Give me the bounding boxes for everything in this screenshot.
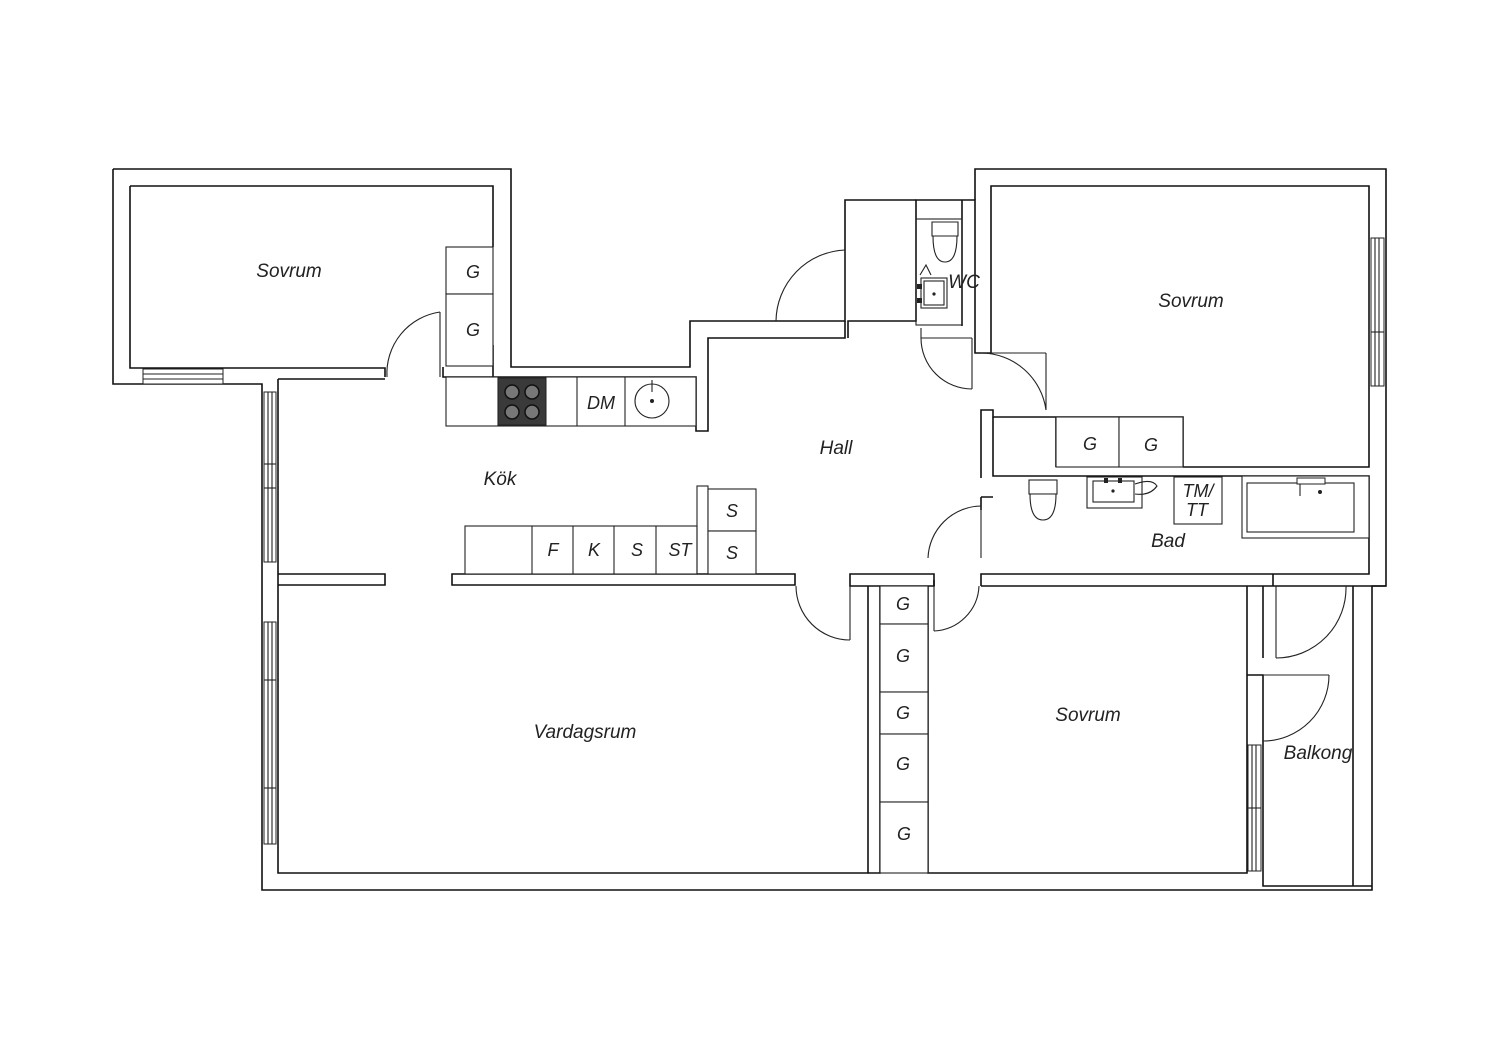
fixture-labels: G G DM F K S ST S S G G TM/ TT G G G G G	[466, 262, 1215, 844]
room-label-hall: Hall	[820, 438, 854, 459]
laundry-box	[1173, 476, 1223, 525]
wardrobe-label: G	[896, 646, 910, 666]
wall-nw-outer	[113, 168, 916, 368]
wardrobe-label: G	[466, 262, 480, 282]
wall-balkong	[1262, 586, 1372, 887]
windows	[142, 237, 1385, 872]
wardrobe-label: G	[896, 754, 910, 774]
room-label-balkong: Balkong	[1284, 743, 1353, 764]
laundry-label-bottom: TT	[1186, 500, 1210, 520]
door-swing-icon	[920, 328, 973, 390]
wardrobe-label: G	[466, 320, 480, 340]
toilet-icon	[931, 221, 959, 263]
wardrobes-ne	[1055, 416, 1184, 468]
kitchen-lower-counter	[464, 485, 757, 575]
door-swing-icon	[1262, 674, 1330, 742]
bathtub-icon	[1241, 475, 1370, 539]
window-icon	[142, 368, 224, 385]
fridge-label: F	[548, 540, 560, 560]
storage-top-label: ST	[668, 540, 693, 560]
sink-icon	[634, 380, 670, 419]
wardrobe-label: G	[896, 594, 910, 614]
door-swing-icon	[1275, 585, 1347, 659]
wall-west-inner	[277, 378, 869, 874]
wc-fixtures	[915, 218, 963, 326]
wall-kitchen-living	[278, 573, 796, 586]
door-swing-icon	[927, 505, 982, 559]
room-label-kok: Kök	[484, 469, 518, 490]
stove-icon	[497, 377, 547, 426]
washbasin-icon	[917, 263, 948, 309]
bath-fixtures	[1028, 475, 1370, 539]
wardrobe-label: G	[896, 703, 910, 723]
wardrobe-label: G	[1083, 434, 1097, 454]
door-swing-icon	[795, 585, 851, 641]
room-label-sovrum-ne: Sovrum	[1158, 291, 1223, 312]
room-labels: Sovrum Sovrum Sovrum Kök Hall WC Bad Var…	[256, 261, 1352, 764]
room-label-sovrum-nw: Sovrum	[256, 261, 321, 282]
room-label-vardagsrum: Vardagsrum	[534, 722, 637, 743]
washbasin-icon	[1086, 476, 1158, 509]
door-swing-icon	[933, 585, 980, 632]
room-label-sovrum-se: Sovrum	[1055, 705, 1120, 726]
door-swing-icon	[980, 352, 1047, 411]
doors	[386, 249, 1347, 742]
window-icon	[263, 391, 277, 563]
wardrobes-nw	[445, 246, 494, 367]
room-label-bad: Bad	[1151, 531, 1186, 552]
window-icon	[263, 621, 277, 845]
door-swing-icon	[386, 311, 441, 378]
laundry-label-top: TM/	[1183, 481, 1216, 501]
room-label-wc: WC	[948, 272, 980, 293]
kitchen-upper-counter	[445, 376, 697, 427]
wardrobes-hall	[879, 585, 929, 874]
wardrobe-label: G	[1144, 435, 1158, 455]
window-icon	[1370, 237, 1385, 387]
door-swing-icon	[775, 249, 846, 322]
toilet-icon	[1028, 479, 1058, 521]
freezer-label: K	[588, 540, 601, 560]
wardrobe-label: G	[897, 824, 911, 844]
wall-sovrum-se	[933, 580, 1247, 587]
cabinet-label: S	[631, 540, 643, 560]
dishwasher-label: DM	[587, 393, 615, 413]
cabinet-label: S	[726, 501, 738, 521]
cabinet-label: S	[726, 543, 738, 563]
